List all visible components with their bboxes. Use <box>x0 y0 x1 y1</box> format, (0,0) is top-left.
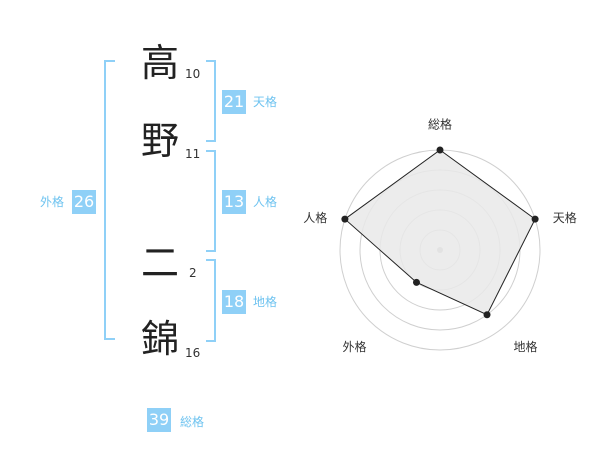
radar-axis-label-5: 人格 <box>303 210 327 225</box>
gaikaku-label: 外格 <box>40 195 65 209</box>
name-char-2-strokes: 11 <box>185 147 201 161</box>
jinkaku-value: 13 <box>222 190 246 214</box>
radar-area <box>344 149 536 316</box>
jinkaku-label: 人格 <box>253 195 278 209</box>
name-char-1: 高 <box>140 41 179 85</box>
radar-point-2 <box>531 215 539 223</box>
gaikaku-bracket <box>104 60 115 340</box>
chikaku-label: 地格 <box>253 295 278 309</box>
radar-point-5 <box>341 215 349 223</box>
chikaku-bracket <box>206 259 216 342</box>
chikaku-value: 18 <box>222 290 246 314</box>
radar-points <box>341 146 539 319</box>
name-char-3: 二 <box>140 241 179 285</box>
name-char-4: 錦 <box>140 317 179 361</box>
tenkaku-value: 21 <box>222 90 246 114</box>
radar-axis-label-2: 天格 <box>553 210 577 225</box>
jinkaku-bracket <box>206 150 216 252</box>
radar-point-1 <box>436 146 444 154</box>
name-char-1-strokes: 10 <box>185 67 201 81</box>
tenkaku-label: 天格 <box>253 95 278 109</box>
radar-axis-label-1: 総格 <box>428 117 452 132</box>
soukaku-label: 総格 <box>180 415 205 429</box>
radar-axis-label-3: 地格 <box>513 339 537 354</box>
radar-point-3 <box>483 311 491 319</box>
name-char-3-strokes: 2 <box>189 266 197 280</box>
radar-point-4 <box>412 278 420 286</box>
name-char-4-strokes: 16 <box>185 346 201 360</box>
radar-axis-label-4: 外格 <box>343 339 367 354</box>
tenkaku-bracket <box>206 60 216 142</box>
name-char-2: 野 <box>140 119 179 163</box>
gaikaku-value: 26 <box>72 190 96 214</box>
soukaku-value: 39 <box>147 408 171 432</box>
